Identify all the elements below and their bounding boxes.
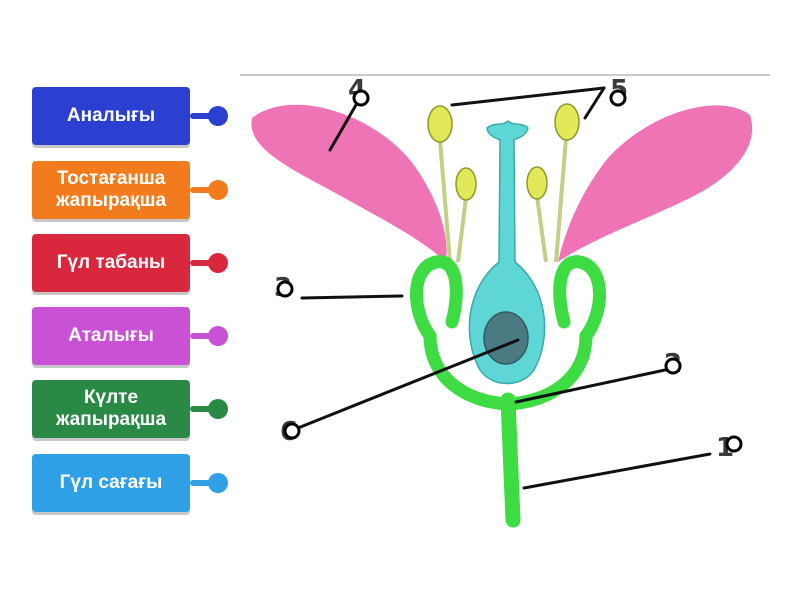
label-connector-dot[interactable] xyxy=(208,326,228,346)
label-connector-line xyxy=(190,333,218,339)
label-card-petal[interactable]: Күлте жапырақша xyxy=(32,380,190,438)
drop-target-3[interactable] xyxy=(276,280,294,298)
label-card-receptacle[interactable]: Гүл табаны xyxy=(32,234,190,292)
label-card-pedicel[interactable]: Гүл сағағы xyxy=(32,454,190,512)
stamen-anthers xyxy=(427,103,580,201)
label-connector-line xyxy=(190,260,218,266)
stamen-filaments xyxy=(438,137,568,263)
drop-target-6[interactable] xyxy=(283,422,301,440)
drop-target-1[interactable] xyxy=(725,435,743,453)
label-connector-dot[interactable] xyxy=(208,399,228,419)
sepals-receptacle-stem xyxy=(410,255,606,528)
label-card-pistil[interactable]: Аналығы xyxy=(32,87,190,145)
petal-right xyxy=(558,105,753,262)
label-connector-line xyxy=(190,406,218,412)
pistil xyxy=(468,119,546,385)
label-connector-dot[interactable] xyxy=(208,473,228,493)
drop-target-2[interactable] xyxy=(664,357,682,375)
label-card-sepal[interactable]: Тостағанша жапырақша xyxy=(32,161,190,219)
label-connector-dot[interactable] xyxy=(208,106,228,126)
label-connector-dot[interactable] xyxy=(208,180,228,200)
drop-target-4[interactable] xyxy=(352,89,370,107)
leader-lines xyxy=(286,86,712,490)
label-card-stamen[interactable]: Аталығы xyxy=(32,307,190,365)
ovary xyxy=(483,311,529,365)
label-connector-line xyxy=(190,187,218,193)
label-connector-line xyxy=(190,480,218,486)
label-connector-line xyxy=(190,113,218,119)
label-connector-dot[interactable] xyxy=(208,253,228,273)
drop-target-5[interactable] xyxy=(609,89,627,107)
petal-left xyxy=(251,104,447,263)
